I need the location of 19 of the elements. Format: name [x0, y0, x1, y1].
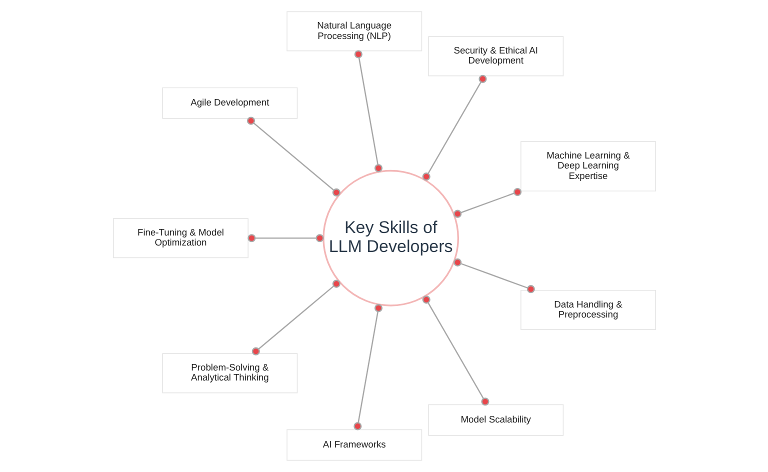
connector — [422, 296, 489, 406]
node-box: Data Handling & Preprocessing — [520, 290, 656, 330]
node-box: Machine Learning & Deep Learning Expertise — [520, 141, 656, 192]
connector — [247, 234, 324, 242]
connector — [453, 258, 534, 294]
node-box: Fine-Tuning & Model Optimization — [112, 218, 248, 258]
node-circle: Key Skills of LLM Developers — [322, 170, 459, 306]
connector — [422, 74, 486, 181]
node-box: Agile Development — [162, 87, 298, 119]
connector — [353, 304, 382, 430]
node-box: Model Scalability — [428, 404, 564, 436]
connector — [251, 280, 340, 356]
node-box: Problem-Solving & Analytical Thinking — [162, 353, 298, 394]
connector — [453, 188, 522, 218]
connector — [246, 116, 340, 197]
node-box: Security & Ethical AI Development — [428, 36, 564, 76]
connector — [354, 50, 382, 172]
node-box: AI Frameworks — [286, 429, 422, 461]
node-box: Natural Language Processing (NLP) — [286, 11, 422, 52]
